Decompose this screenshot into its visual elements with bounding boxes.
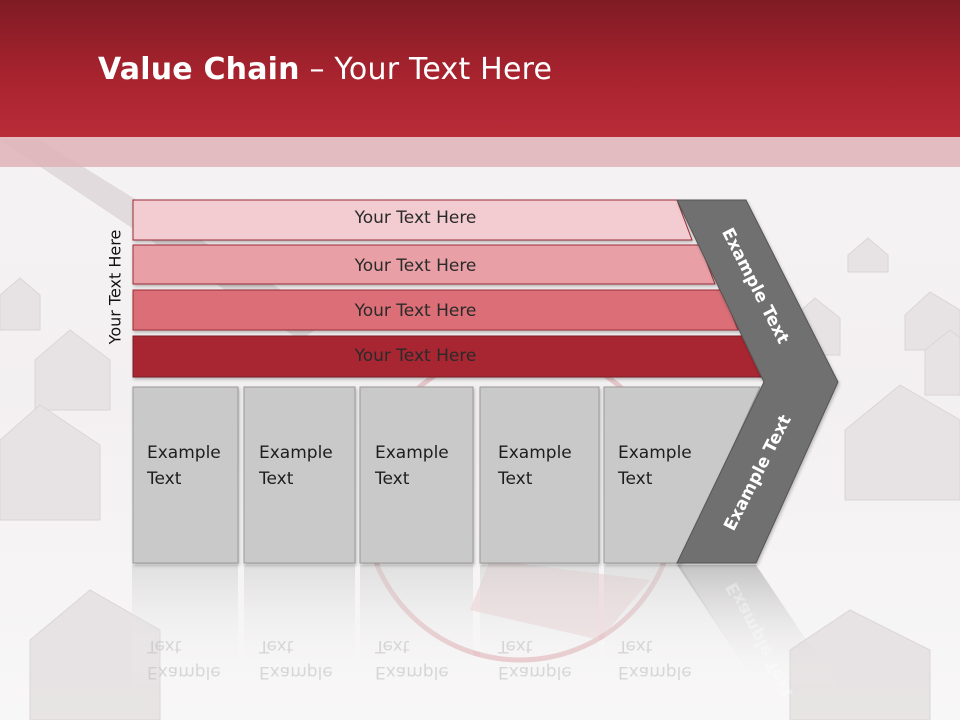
column-label-3: Example Text bbox=[375, 440, 449, 492]
column-box-1 bbox=[132, 386, 239, 564]
title-rest: – Your Text Here bbox=[299, 52, 553, 87]
row-bar-1 bbox=[132, 199, 693, 241]
column-label-2: Example Text bbox=[259, 440, 333, 492]
column-label-1: Example Text bbox=[147, 440, 221, 492]
reflection-group bbox=[132, 565, 840, 690]
header-band bbox=[0, 137, 960, 167]
header-bar bbox=[0, 0, 960, 137]
column-box-2 bbox=[243, 386, 356, 564]
column-label-2-line1: Example bbox=[259, 443, 333, 463]
value-chain-arrow bbox=[676, 199, 839, 564]
row-label-4: Your Text Here bbox=[354, 346, 477, 366]
row-label-2: Your Text Here bbox=[354, 256, 477, 276]
column-box-4 bbox=[479, 386, 600, 564]
slide-title: Value Chain – Your Text Here bbox=[98, 52, 552, 87]
column-label-3-line1: Example bbox=[375, 443, 449, 463]
column-label-1-line1: Example bbox=[147, 443, 221, 463]
side-label-text: Your Text Here bbox=[105, 229, 125, 345]
column-box-3 bbox=[359, 386, 474, 564]
column-label-5-line1: Example bbox=[618, 443, 692, 463]
column-label-3-line2: Text bbox=[375, 469, 410, 489]
row-bar-3 bbox=[132, 289, 739, 331]
column-label-4-line2: Text bbox=[498, 469, 533, 489]
row-label-1: Your Text Here bbox=[354, 208, 477, 228]
column-label-5: Example Text bbox=[618, 440, 692, 492]
column-label-5-line2: Text bbox=[618, 469, 653, 489]
column-label-2-line2: Text bbox=[259, 469, 294, 489]
column-label-4-line1: Example bbox=[498, 443, 572, 463]
row-label-3: Your Text Here bbox=[354, 301, 477, 321]
row-bar-2 bbox=[132, 244, 716, 285]
title-bold: Value Chain bbox=[98, 52, 300, 87]
column-label-4: Example Text bbox=[498, 440, 572, 492]
column-label-1-line2: Text bbox=[147, 469, 182, 489]
